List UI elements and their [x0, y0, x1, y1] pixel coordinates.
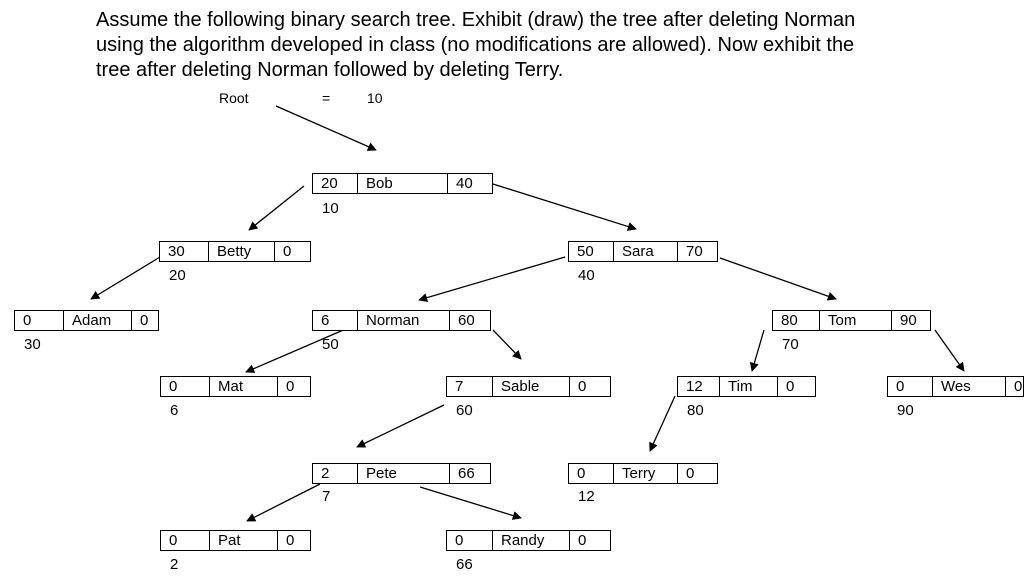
- node-pete-left-pointer: 2: [321, 465, 330, 482]
- arrow-pete-pat: [246, 483, 321, 522]
- arrow-sara-tom: [719, 257, 837, 301]
- node-norman-right-pointer: 60: [449, 311, 490, 330]
- node-adam-left-pointer: 0: [23, 312, 32, 329]
- node-randy: 0 Randy 0: [446, 530, 611, 551]
- node-betty-right-pointer: 0: [274, 242, 310, 261]
- node-adam-right-pointer: 0: [131, 311, 158, 330]
- node-sable-name: Sable: [492, 377, 569, 396]
- arrow-root-bob: [275, 105, 377, 151]
- root-equals: =: [322, 90, 331, 106]
- arrow-betty-adam: [90, 256, 161, 300]
- node-sable: 7 Sable 0: [446, 376, 611, 397]
- arrow-bob-betty: [248, 185, 305, 231]
- node-betty-name: Betty: [208, 242, 274, 261]
- node-pat: 0 Pat 0: [160, 530, 311, 551]
- node-randy-left-pointer: 0: [455, 532, 464, 549]
- node-randy-right-pointer: 0: [569, 531, 610, 550]
- node-tim-address: 80: [687, 402, 704, 419]
- node-mat-right-pointer: 0: [277, 377, 310, 396]
- node-norman-left-pointer: 6: [321, 312, 330, 329]
- node-pat-name: Pat: [209, 531, 277, 550]
- node-tom-left-pointer: 80: [781, 312, 798, 329]
- node-tom-right-pointer: 90: [891, 311, 930, 330]
- node-norman-address: 50: [322, 336, 339, 353]
- node-randy-name: Randy: [492, 531, 569, 550]
- question-line-2: using the algorithm developed in class (…: [96, 34, 855, 56]
- node-adam-address: 30: [24, 336, 41, 353]
- node-terry-name: Terry: [613, 464, 677, 483]
- node-bob-name: Bob: [357, 174, 447, 193]
- node-terry-right-pointer: 0: [677, 464, 717, 483]
- node-sara-address: 40: [578, 267, 595, 284]
- question-text: Assume the following binary search tree.…: [96, 8, 1016, 83]
- node-pete: 2 Pete 66: [312, 463, 491, 484]
- node-pete-right-pointer: 66: [449, 464, 490, 483]
- node-tim-right-pointer: 0: [777, 377, 815, 396]
- arrow-sara-norman: [418, 256, 566, 303]
- node-terry-left-pointer: 0: [577, 465, 586, 482]
- root-value: 10: [367, 90, 383, 106]
- node-bob-right-pointer: 40: [447, 174, 492, 193]
- arrow-norman-sable: [492, 329, 522, 360]
- node-wes-left-pointer: 0: [896, 378, 905, 395]
- node-tim-name: Tim: [719, 377, 777, 396]
- node-adam: 0 Adam 0: [14, 310, 159, 331]
- node-tom-name: Tom: [819, 311, 891, 330]
- node-pete-name: Pete: [357, 464, 449, 483]
- node-betty-address: 20: [169, 267, 186, 284]
- node-wes: 0 Wes 0: [887, 376, 1024, 397]
- node-randy-address: 66: [456, 556, 473, 573]
- node-tom-address: 70: [782, 336, 799, 353]
- node-wes-address: 90: [897, 402, 914, 419]
- node-betty-left-pointer: 30: [168, 243, 185, 260]
- node-mat-left-pointer: 0: [169, 378, 178, 395]
- arrow-sable-pete: [356, 404, 445, 448]
- node-wes-name: Wes: [932, 377, 1005, 396]
- arrow-norman-mat: [245, 327, 349, 373]
- node-bob-address: 10: [322, 200, 339, 217]
- node-wes-right-pointer: 0: [1005, 377, 1023, 396]
- node-adam-name: Adam: [63, 311, 131, 330]
- node-tim-left-pointer: 12: [686, 378, 703, 395]
- node-sable-left-pointer: 7: [455, 378, 464, 395]
- node-pete-address: 7: [322, 488, 331, 505]
- question-line-3: tree after deleting Norman followed by d…: [96, 59, 564, 81]
- arrow-pete-randy: [419, 486, 522, 520]
- node-tom: 80 Tom 90: [772, 310, 931, 331]
- node-sara-name: Sara: [613, 242, 677, 261]
- arrow-tom-tim: [749, 329, 765, 372]
- root-label: Root: [219, 90, 249, 106]
- node-sara-left-pointer: 50: [577, 243, 594, 260]
- node-norman: 6 Norman 60: [312, 310, 491, 331]
- node-pat-left-pointer: 0: [169, 532, 178, 549]
- node-bob: 20 Bob 40: [312, 173, 493, 194]
- node-bob-left-pointer: 20: [321, 175, 338, 192]
- node-norman-name: Norman: [357, 311, 449, 330]
- node-betty: 30 Betty 0: [159, 241, 311, 262]
- node-sara-right-pointer: 70: [677, 242, 717, 261]
- node-mat-address: 6: [170, 402, 179, 419]
- arrow-tom-wes: [934, 329, 965, 372]
- arrow-tim-terry: [649, 395, 676, 452]
- node-pat-address: 2: [170, 556, 179, 573]
- node-terry: 0 Terry 0: [568, 463, 718, 484]
- node-pat-right-pointer: 0: [277, 531, 310, 550]
- node-terry-address: 12: [578, 488, 595, 505]
- arrow-bob-sara: [492, 183, 637, 231]
- question-line-1: Assume the following binary search tree.…: [96, 9, 856, 31]
- node-sable-address: 60: [456, 402, 473, 419]
- node-tim: 12 Tim 0: [677, 376, 816, 397]
- node-sable-right-pointer: 0: [569, 377, 610, 396]
- node-mat-name: Mat: [209, 377, 277, 396]
- node-mat: 0 Mat 0: [160, 376, 311, 397]
- node-sara: 50 Sara 70: [568, 241, 718, 262]
